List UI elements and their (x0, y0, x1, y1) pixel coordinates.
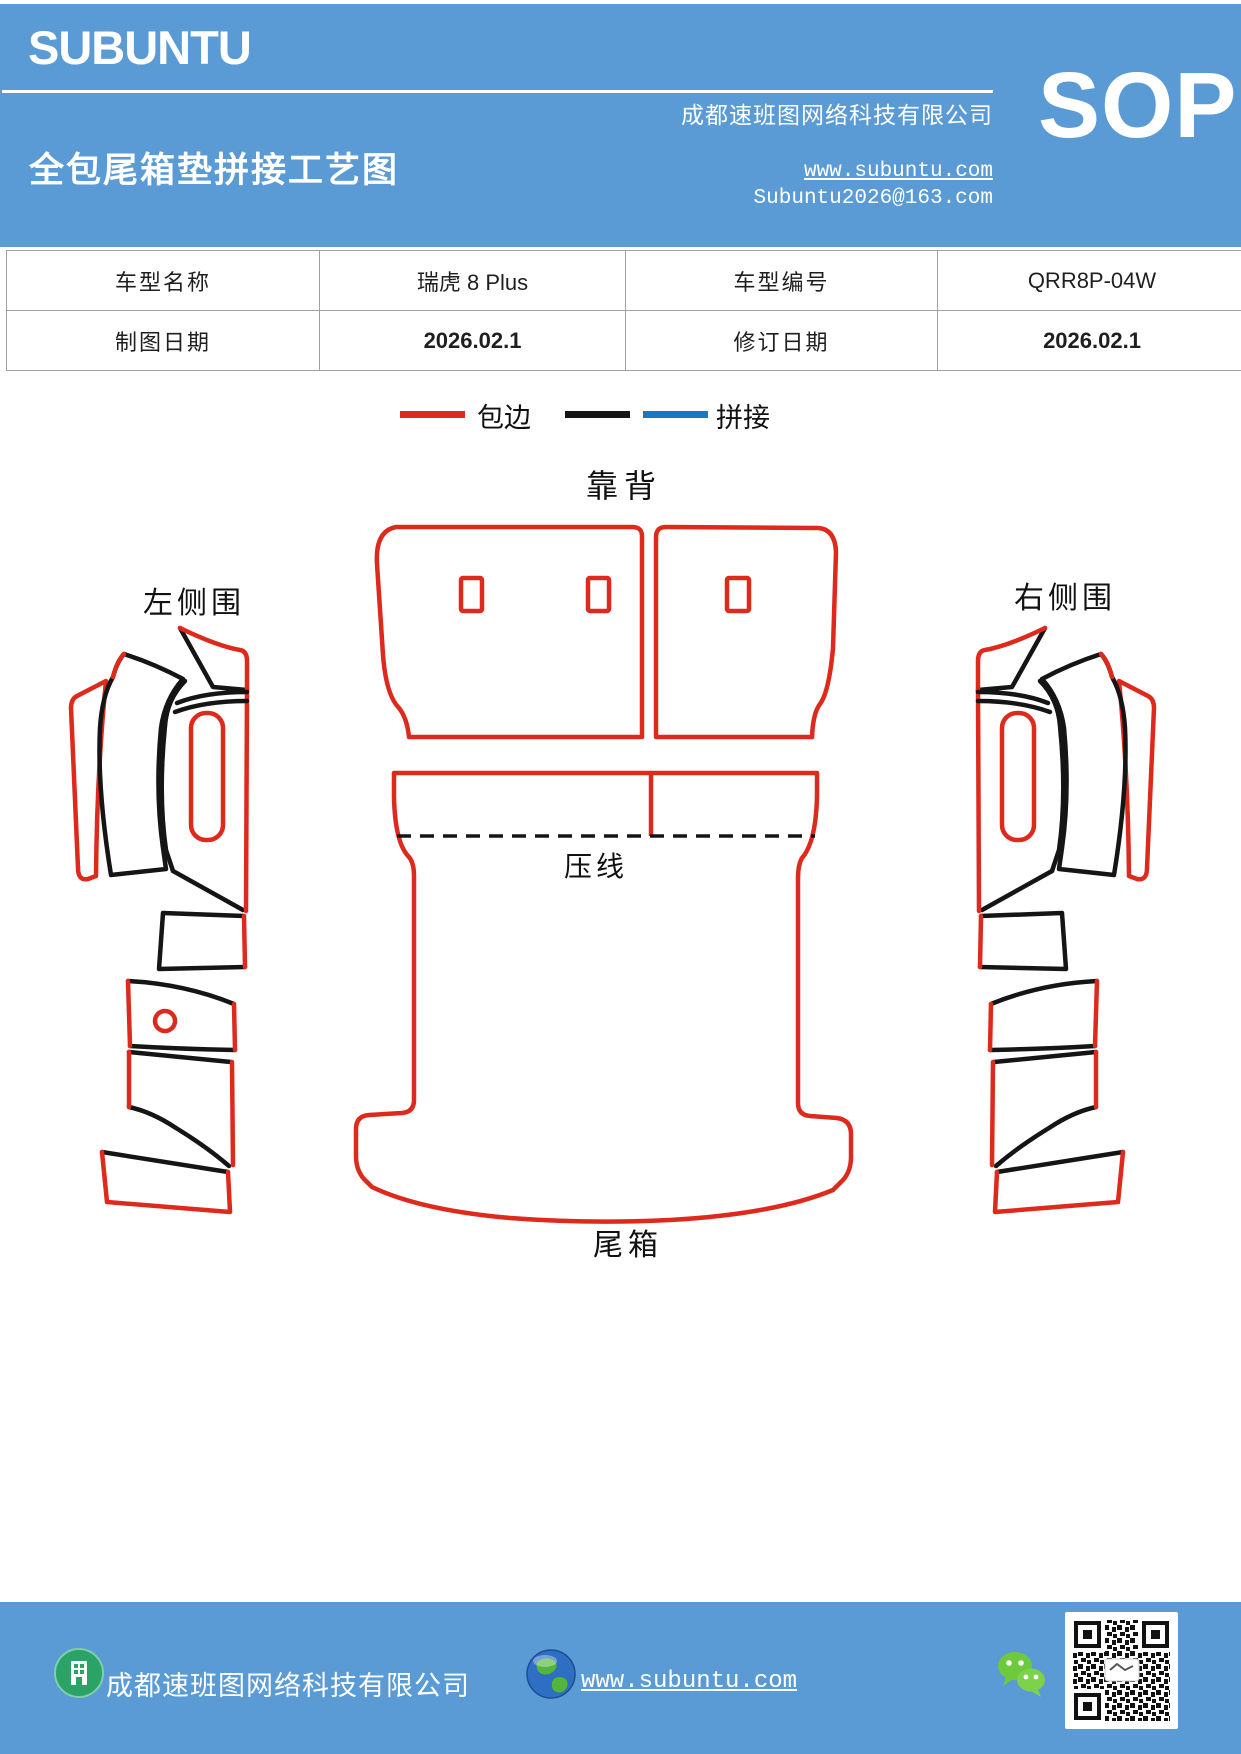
header-divider (2, 90, 993, 93)
table-row: 车型名称 瑞虎 8 Plus 车型编号 QRR8P-04W (6, 250, 1241, 311)
backrest-right-piece (653, 524, 839, 740)
legend-edge-label: 包边 (477, 403, 531, 433)
header-email: Subuntu2026@163.com (753, 187, 993, 210)
vehicle-info-table: 车型名称 瑞虎 8 Plus 车型编号 QRR8P-04W 制图日期 2026.… (6, 250, 1241, 371)
left-side-grommet-hole (152, 1008, 178, 1034)
headrest-slot (724, 575, 752, 614)
draw-date-value: 2026.02.1 (319, 310, 626, 371)
press-line-label: 压线 (564, 851, 628, 883)
model-code-label: 车型编号 (625, 250, 938, 311)
backrest-left-piece (374, 524, 645, 740)
trunk-main-piece (353, 770, 854, 1224)
header-website-link[interactable]: www.subuntu.com (803, 160, 993, 183)
left-side-pieces (71, 628, 247, 1212)
header-contact-block: 成都速班图网络科技有限公司 www.subuntu.com Subuntu202… (681, 96, 993, 210)
draw-date-label: 制图日期 (6, 310, 320, 371)
globe-icon (526, 1649, 576, 1699)
right-side-pieces (978, 628, 1154, 1212)
footer-band: 成都速班图网络科技有限公司 www.subuntu.com (0, 1602, 1241, 1754)
qr-code (1065, 1612, 1178, 1729)
sop-badge: SOP (1038, 53, 1238, 157)
page-title: 全包尾箱垫拼接工艺图 (29, 151, 400, 190)
headrest-slot (458, 575, 485, 614)
model-name-value: 瑞虎 8 Plus (319, 250, 626, 311)
trunk-mat-diagram: 靠背 压线 尾箱 左侧围 右侧围 (0, 468, 1241, 1262)
wechat-icon (998, 1652, 1045, 1697)
header-company-name: 成都速班图网络科技有限公司 (681, 103, 993, 128)
trunk-label: 尾箱 (593, 1229, 663, 1262)
header-band: SUBUNTU 全包尾箱垫拼接工艺图 成都速班图网络科技有限公司 www.sub… (0, 4, 1241, 247)
brand-logo-text: SUBUNTU (28, 21, 252, 74)
headrest-slot (585, 575, 612, 614)
qr-finder-patterns (1074, 1621, 1169, 1720)
legend-edge-swatch (400, 411, 465, 418)
legend-splice-black-swatch (565, 411, 630, 418)
right-side-label: 右侧围 (1014, 582, 1116, 615)
left-side-label: 左侧围 (143, 587, 245, 620)
table-row: 制图日期 2026.02.1 修订日期 2026.02.1 (6, 310, 1241, 371)
model-name-label: 车型名称 (6, 250, 320, 311)
footer-company-name: 成都速班图网络科技有限公司 (106, 1671, 470, 1701)
legend-splice-label: 拼接 (716, 403, 770, 433)
footer-website-link[interactable]: www.subuntu.com (581, 1668, 798, 1695)
revise-date-label: 修订日期 (625, 310, 938, 371)
backrest-label: 靠背 (586, 468, 662, 504)
revise-date-value: 2026.02.1 (937, 310, 1241, 371)
legend-splice-blue-swatch (643, 411, 708, 418)
model-code-value: QRR8P-04W (937, 250, 1241, 311)
company-building-icon (54, 1648, 104, 1698)
